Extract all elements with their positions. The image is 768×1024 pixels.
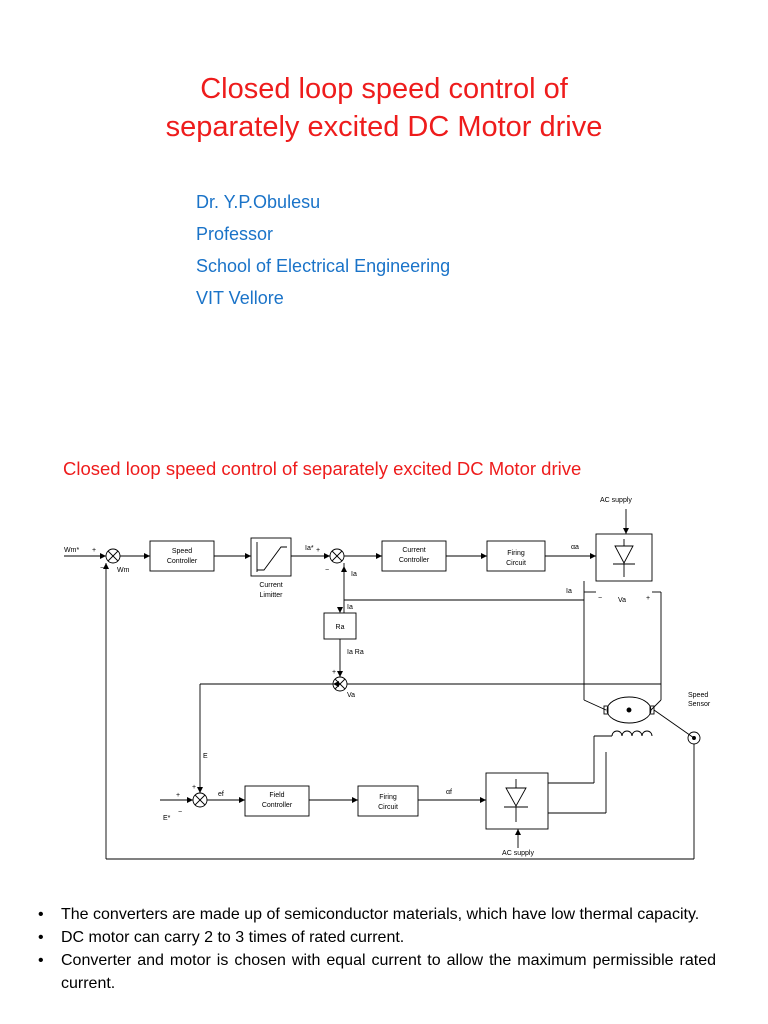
field-winding bbox=[611, 730, 653, 737]
bullet-dot-icon: • bbox=[38, 906, 44, 923]
block-diagram: AC supply Wm* Wm Speed Controller Curren… bbox=[64, 497, 711, 860]
field-converter-block bbox=[485, 772, 549, 830]
plus-sign-wm: + bbox=[92, 547, 96, 554]
bullet-item: •DC motor can carry 2 to 3 times of rate… bbox=[38, 926, 716, 949]
ia-output-label: Ia bbox=[566, 588, 572, 595]
current-controller-label-1: Current bbox=[402, 547, 425, 554]
current-limiter-label-1: Current bbox=[259, 582, 282, 589]
bullet-dot-icon: • bbox=[38, 929, 44, 946]
bullet-list: •The converters are made up of semicondu… bbox=[38, 903, 716, 995]
armature-converter-block bbox=[595, 533, 653, 582]
field-controller-block bbox=[244, 785, 310, 817]
firing-circuit-field-label-2: Circuit bbox=[378, 804, 398, 811]
ef-label: ef bbox=[218, 791, 224, 798]
ia-label: Ia bbox=[351, 571, 357, 578]
current-limiter-block bbox=[250, 537, 292, 577]
firing-circuit-field-label-1: Firing bbox=[379, 794, 397, 801]
title-line-1: Closed loop speed control of bbox=[200, 73, 568, 105]
speed-controller-label-1: Speed bbox=[172, 548, 192, 555]
wm-label: Wm bbox=[117, 567, 130, 574]
minus-sign-estar: − bbox=[178, 809, 182, 816]
ac-supply-bottom-label: AC supply bbox=[502, 850, 534, 857]
speed-controller-block bbox=[149, 540, 215, 572]
current-controller-label-2: Controller bbox=[399, 557, 430, 564]
title-line-2: separately excited DC Motor drive bbox=[165, 111, 603, 143]
speed-sensor-label-2: Sensor bbox=[688, 701, 711, 708]
ra-label: Ra bbox=[336, 624, 345, 631]
minus-sign-ia: − bbox=[325, 567, 329, 574]
speed-sensor-label-1: Speed bbox=[688, 692, 708, 699]
author-position: Professor bbox=[196, 224, 274, 244]
ia-feedback-label: Ia bbox=[347, 604, 353, 611]
dc-motor-armature bbox=[606, 696, 652, 724]
ac-supply-top-label: AC supply bbox=[600, 497, 632, 504]
author-institution: VIT Vellore bbox=[196, 288, 284, 308]
firing-circuit-label-1: Firing bbox=[507, 550, 525, 557]
plus-sign-e: + bbox=[192, 784, 196, 791]
e-star-label: E* bbox=[163, 815, 171, 822]
bullet-dot-icon: • bbox=[38, 952, 44, 969]
section-title: Closed loop speed control of separately … bbox=[63, 458, 582, 479]
author-school: School of Electrical Engineering bbox=[196, 256, 451, 276]
field-controller-label-2: Controller bbox=[262, 802, 293, 809]
ia-ra-label: Ia Ra bbox=[347, 649, 364, 656]
plus-sign-va: + bbox=[646, 595, 650, 602]
plus-sign-estar: + bbox=[176, 792, 180, 799]
va-output-label: Va bbox=[618, 597, 626, 604]
current-limiter-label-2: Limitter bbox=[260, 592, 284, 599]
minus-sign-wm: − bbox=[100, 565, 104, 572]
e-label: E bbox=[203, 753, 208, 760]
firing-circuit-field-block bbox=[357, 785, 419, 817]
ia-star-label: Ia* bbox=[305, 545, 314, 552]
page-title: Closed loop speed control of separately … bbox=[0, 70, 768, 146]
author-name: Dr. Y.P.Obulesu bbox=[196, 192, 321, 212]
wm-star-label: Wm* bbox=[64, 547, 79, 554]
bullet-item: •The converters are made up of semicondu… bbox=[38, 903, 716, 926]
va-feedback-label: Va bbox=[347, 692, 355, 699]
firing-circuit-label-2: Circuit bbox=[506, 560, 526, 567]
alpha-a-label: αa bbox=[571, 544, 579, 551]
bullet-item: •Converter and motor is chosen with equa… bbox=[38, 949, 716, 995]
alpha-f-label: αf bbox=[446, 789, 452, 796]
minus-sign-va: − bbox=[598, 595, 602, 602]
plus-sign-iara: + bbox=[332, 669, 336, 676]
plus-sign-ia: + bbox=[316, 547, 320, 554]
speed-controller-label-2: Controller bbox=[167, 558, 198, 565]
current-controller-block bbox=[381, 540, 447, 572]
field-controller-label-1: Field bbox=[269, 792, 284, 799]
author-block: Dr. Y.P.Obulesu Professor School of Elec… bbox=[196, 186, 450, 314]
